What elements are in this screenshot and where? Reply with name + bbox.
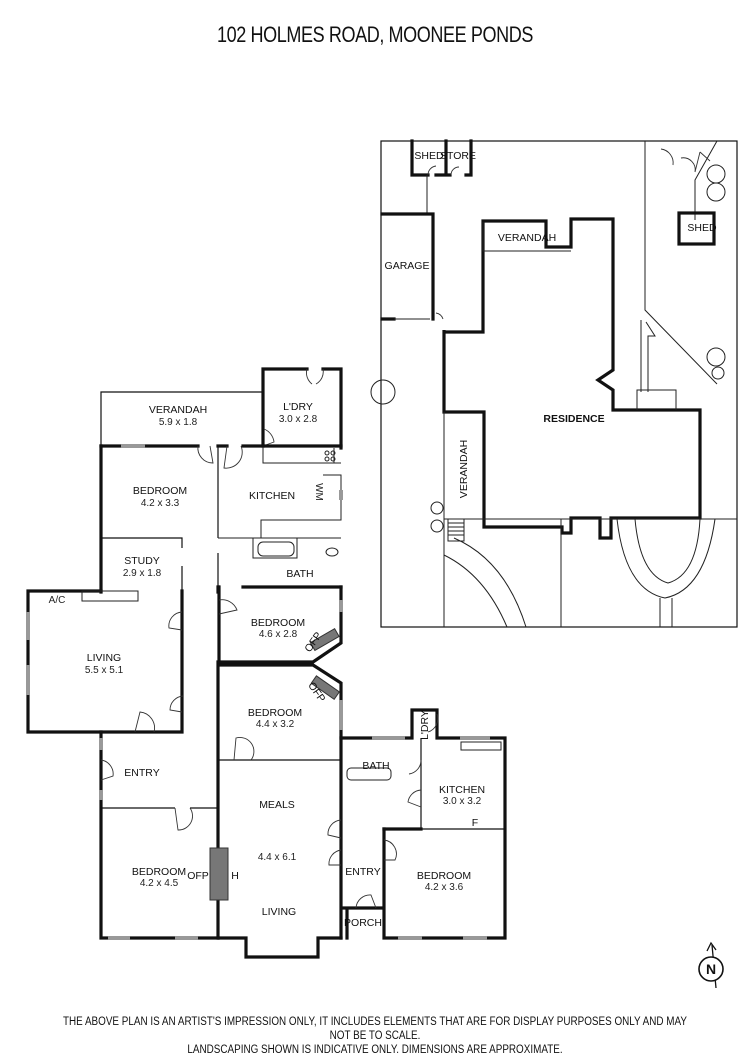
bedroom2-dim: 4.6 x 2.8 [259, 629, 298, 640]
site-shed-label: SHED [414, 150, 444, 162]
bath1-label: BATH [286, 568, 313, 580]
compass-label: N [706, 961, 716, 977]
disclaimer: THE ABOVE PLAN IS AN ARTIST'S IMPRESSION… [53, 1015, 698, 1057]
ofp3-label: OFP [187, 870, 209, 882]
kitchen2-dim: 3.0 x 3.2 [443, 796, 482, 807]
kitchen2-label: KITCHEN [439, 784, 485, 796]
entry2-label: ENTRY [345, 866, 380, 878]
site-verandah-label: VERANDAH [498, 232, 556, 244]
bedroom3-label: BEDROOM [248, 707, 302, 719]
site-store-label: STORE [440, 150, 476, 162]
residence-label: RESIDENCE [543, 413, 604, 425]
fridge-label: F [472, 817, 478, 829]
site-shed2-label: SHED [687, 222, 717, 234]
north-compass-icon: N [698, 941, 724, 989]
bedroom1-dim: 4.2 x 3.3 [141, 498, 180, 509]
laundry2-label: L'DRY [419, 710, 431, 740]
porch-label: PORCH [344, 917, 382, 929]
meals-dim: 4.4 x 6.1 [258, 852, 297, 863]
site-plan: SHED STORE SHED GARAGE VERANDAH VERANDAH… [370, 139, 738, 628]
verandah-dim: 5.9 x 1.8 [159, 417, 198, 428]
bedroom5-label: BEDROOM [417, 870, 471, 882]
meals-living-label: LIVING [262, 906, 296, 918]
page-title: 102 HOLMES ROAD, MOONEE PONDS [217, 22, 533, 47]
site-garage-label: GARAGE [385, 260, 430, 272]
bath2-label: BATH [362, 760, 389, 772]
site-side-verandah-label: VERANDAH [458, 440, 470, 498]
bedroom5-dim: 4.2 x 3.6 [425, 882, 464, 893]
verandah-label: VERANDAH [149, 404, 207, 416]
bedroom4-dim: 4.2 x 4.5 [140, 878, 179, 889]
bedroom4-label: BEDROOM [132, 866, 186, 878]
ac-label: A/C [49, 595, 66, 606]
wm-label: WM [313, 483, 324, 501]
bedroom2-label: BEDROOM [251, 617, 305, 629]
meals-label: MEALS [259, 799, 295, 811]
disclaimer-line2: LANDSCAPING SHOWN IS INDICATIVE ONLY. DI… [187, 1044, 563, 1056]
study-dim: 2.9 x 1.8 [123, 568, 162, 579]
living-dim: 5.5 x 5.1 [85, 665, 124, 676]
kitchen1-label: KITCHEN [249, 490, 295, 502]
bedroom3-dim: 4.4 x 3.2 [256, 719, 295, 730]
floor-plan: VERANDAH 5.9 x 1.8 L'DRY 3.0 x 2.8 BEDRO… [26, 367, 507, 959]
entry1-label: ENTRY [124, 767, 159, 779]
laundry-dim: 3.0 x 2.8 [279, 414, 318, 425]
bedroom1-label: BEDROOM [133, 485, 187, 497]
living-label: LIVING [87, 652, 121, 664]
laundry-label: L'DRY [283, 401, 313, 413]
disclaimer-line1: THE ABOVE PLAN IS AN ARTIST'S IMPRESSION… [62, 1016, 688, 1042]
heater-label: H [231, 870, 239, 882]
study-label: STUDY [124, 555, 160, 567]
